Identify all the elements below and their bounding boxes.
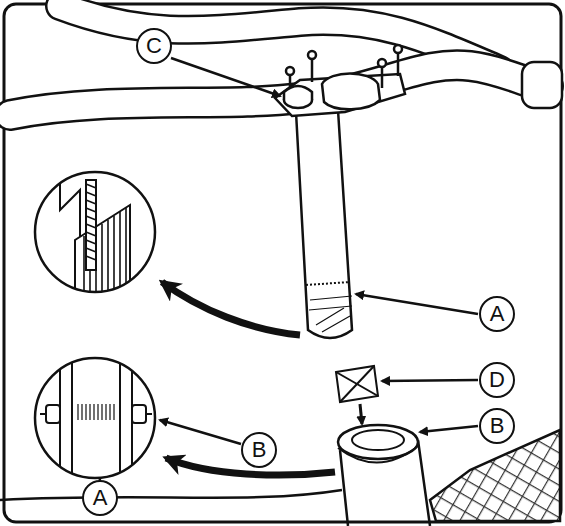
callout-letter: A	[479, 296, 515, 332]
callout-letter: B	[241, 432, 277, 468]
callout-letter: D	[479, 362, 515, 398]
callout-letter: C	[136, 28, 172, 64]
callout-letter: B	[479, 408, 515, 444]
callout-letter: A	[82, 480, 118, 516]
